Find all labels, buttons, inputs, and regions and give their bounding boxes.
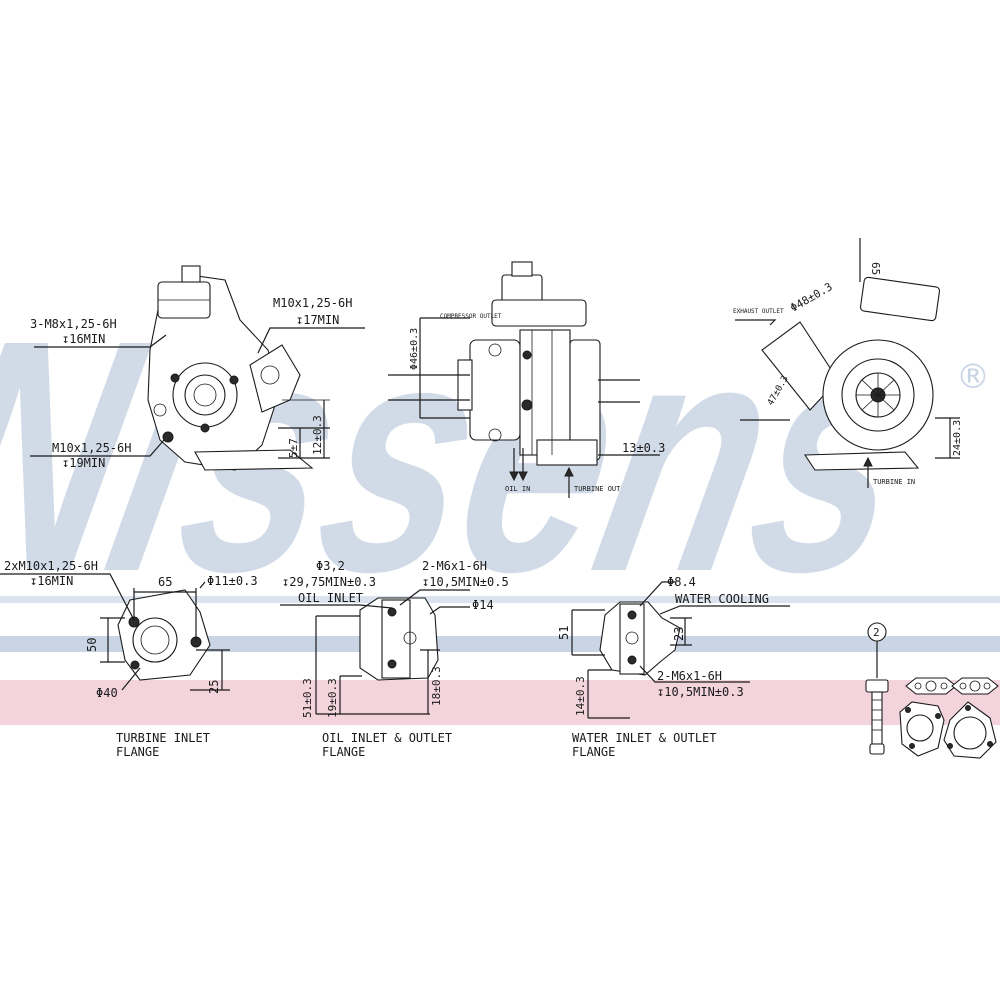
turbine-thread-label: 2xM10x1,25-6H xyxy=(4,559,98,573)
water-dim-51: 51 xyxy=(557,626,571,640)
oil-dim-18: 18±0.3 xyxy=(430,666,443,706)
callout-number: 2 xyxy=(873,626,880,639)
fitting-kit: 2 xyxy=(865,622,999,759)
exhaust-outlet-note: EXHAUST OUTLET xyxy=(733,308,784,315)
blue-band xyxy=(0,636,1000,652)
water-dim-14: 14±0.3 xyxy=(574,676,587,716)
thread-bottom-label: M10x1,25-6H xyxy=(52,441,131,455)
turbo-rear-view xyxy=(735,238,960,488)
turbine-dim-50: 50 xyxy=(85,638,99,652)
turbine-dim-65: 65 xyxy=(158,575,172,589)
turbine-dia-40: Φ40 xyxy=(96,686,118,700)
turbine-gasket-icon xyxy=(899,701,945,757)
oil-dia-14: Φ14 xyxy=(472,598,494,612)
oil-dim-19: 19±0.3 xyxy=(326,678,339,718)
dim-12-label: 12±0.3 xyxy=(311,415,324,455)
water-thread-label: 2-M6x1-6H xyxy=(657,669,722,683)
oil-caption-2: FLANGE xyxy=(322,745,365,759)
water-caption-1: WATER INLET & OUTLET xyxy=(572,731,717,745)
registered-mark: ® xyxy=(956,357,990,397)
thread-right-label: M10x1,25-6H xyxy=(273,296,352,310)
water-gasket-icon xyxy=(951,677,999,695)
oil-caption-1: OIL INLET & OUTLET xyxy=(322,731,452,745)
dim-24-label: 24±0.3 xyxy=(952,420,963,456)
dia-46-label: Φ46±0.3 xyxy=(409,328,420,370)
compressor-note: COMPRESSOR OUTLET xyxy=(440,313,502,320)
thread-top-label: 3-M8x1,25-6H xyxy=(30,317,117,331)
outlet-gasket-icon xyxy=(943,701,997,759)
turbine-dia-11: Φ11±0.3 xyxy=(207,574,258,588)
turbine-caption-1: TURBINE INLET xyxy=(116,731,210,745)
water-dim-23: 23 xyxy=(672,627,686,641)
stud-bolt-icon xyxy=(865,679,889,755)
water-cooling-label: WATER COOLING xyxy=(675,592,769,606)
outlet-pipe xyxy=(249,344,301,413)
turbine-caption-2: FLANGE xyxy=(116,745,159,759)
oil-inlet-label: OIL INLET xyxy=(298,591,363,605)
water-flange-labels: Φ8.4 WATER COOLING 51 23 14±0.3 2-M6x1-6… xyxy=(557,575,769,759)
oil-inlet-flange xyxy=(280,589,470,715)
oil-in-arrow-label: OIL IN xyxy=(505,485,530,493)
pink-band xyxy=(0,680,1000,725)
oil-depth-2975: ↧29,75MIN±0.3 xyxy=(282,575,376,589)
turbine-dim-25: 25 xyxy=(207,680,221,694)
compressor-housing xyxy=(469,339,521,441)
turbine-depth-label: ↧16MIN xyxy=(30,574,73,588)
oil-dia-32: Φ3,2 xyxy=(316,559,345,573)
dim-5-label: 5±7 xyxy=(287,438,300,458)
side-view-labels: Φ46±0.3 COMPRESSOR OUTLET 13±0.3 OIL IN … xyxy=(409,313,665,493)
oil-depth-105: ↧10,5MIN±0.5 xyxy=(422,575,509,589)
water-depth-105: ↧10,5MIN±0.3 xyxy=(657,685,744,699)
mounting-bracket xyxy=(194,449,314,471)
turbo-side-view xyxy=(388,261,660,498)
turbine-in-arrow-label: TURBINE IN xyxy=(873,478,915,486)
turbine-out-arrow-label: TURBINE OUT xyxy=(574,485,621,493)
water-inlet-flange xyxy=(571,581,790,719)
dim-13-label: 13±0.3 xyxy=(622,441,665,455)
water-caption-2: FLANGE xyxy=(572,745,615,759)
center-housing xyxy=(519,329,571,456)
thread-top-depth: ↧16MIN xyxy=(62,332,105,346)
blue-band-top xyxy=(0,596,1000,603)
rear-base xyxy=(803,451,920,471)
dim-65-rear-label: 65 xyxy=(869,262,882,275)
thread-bottom-depth: ↧19MIN xyxy=(62,456,105,470)
oil-flange-labels: Φ3,2 ↧29,75MIN±0.3 OIL INLET 2-M6x1-6H ↧… xyxy=(282,559,509,759)
thread-right-depth: ↧17MIN xyxy=(296,313,339,327)
turbine-inlet-flange xyxy=(0,573,230,691)
oil-dim-51: 51±0.3 xyxy=(301,678,314,718)
oil-gasket-icon xyxy=(905,677,957,695)
front-view-labels: 3-M8x1,25-6H ↧16MIN M10x1,25-6H ↧17MIN M… xyxy=(30,296,352,470)
turbo-front-view xyxy=(30,265,365,471)
rear-actuator xyxy=(859,276,941,322)
water-dia-84: Φ8.4 xyxy=(667,575,696,589)
oil-thread-label: 2-M6x1-6H xyxy=(422,559,487,573)
actuator-arm xyxy=(491,299,587,327)
actuator-cap xyxy=(181,265,201,283)
turbine-flange-labels: 2xM10x1,25-6H ↧16MIN 65 Φ11±0.3 50 25 Φ4… xyxy=(4,559,258,759)
